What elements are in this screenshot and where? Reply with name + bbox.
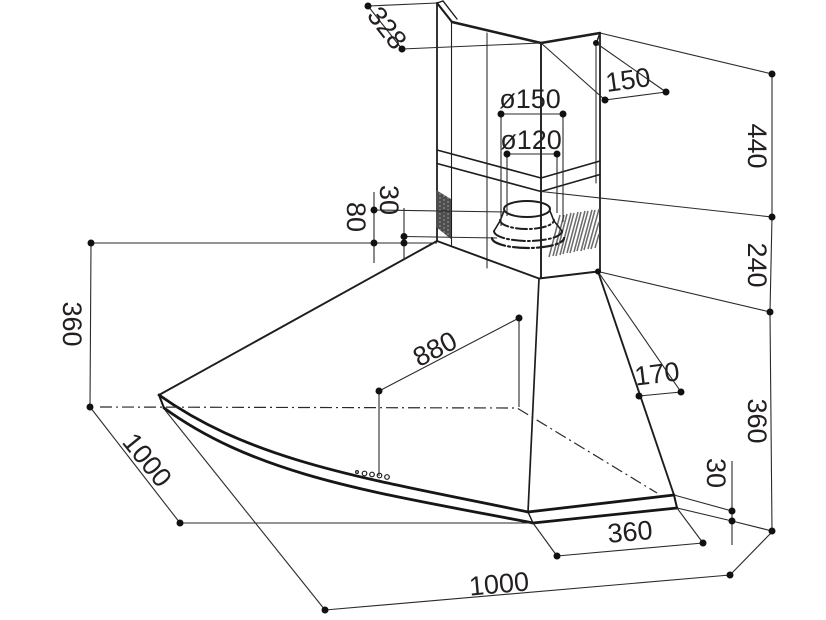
wall-centerline	[99, 406, 658, 494]
duct-collar	[490, 200, 566, 250]
dimension-endpoints	[86, 2, 776, 614]
dim-label-360-right: 360	[742, 398, 772, 443]
chimney	[435, 0, 602, 279]
vent-grille-left	[436, 190, 451, 239]
dim-label-1000-left: 1000	[116, 427, 177, 493]
dim-label-1000-bottom: 1000	[468, 566, 530, 601]
vent-grille-right	[548, 208, 600, 258]
dim-label-diameter-150: ø150	[499, 84, 561, 114]
bottom-rim	[157, 393, 679, 525]
canopy	[158, 240, 675, 513]
dim-label-440: 440	[742, 123, 772, 168]
dim-label-150: 150	[604, 62, 653, 98]
dim-label-880: 880	[408, 325, 462, 372]
dim-label-360-left: 360	[57, 301, 87, 346]
dimension-lines	[89, 2, 773, 611]
dim-label-360-bottom: 360	[606, 515, 654, 549]
dim-label-80: 80	[341, 202, 371, 232]
dim-label-30-collar: 30	[374, 185, 404, 215]
dim-label-240: 240	[742, 242, 772, 287]
dim-label-diameter-120: ø120	[500, 125, 562, 155]
dim-label-170: 170	[633, 356, 681, 391]
dim-label-30-rim: 30	[701, 458, 731, 488]
